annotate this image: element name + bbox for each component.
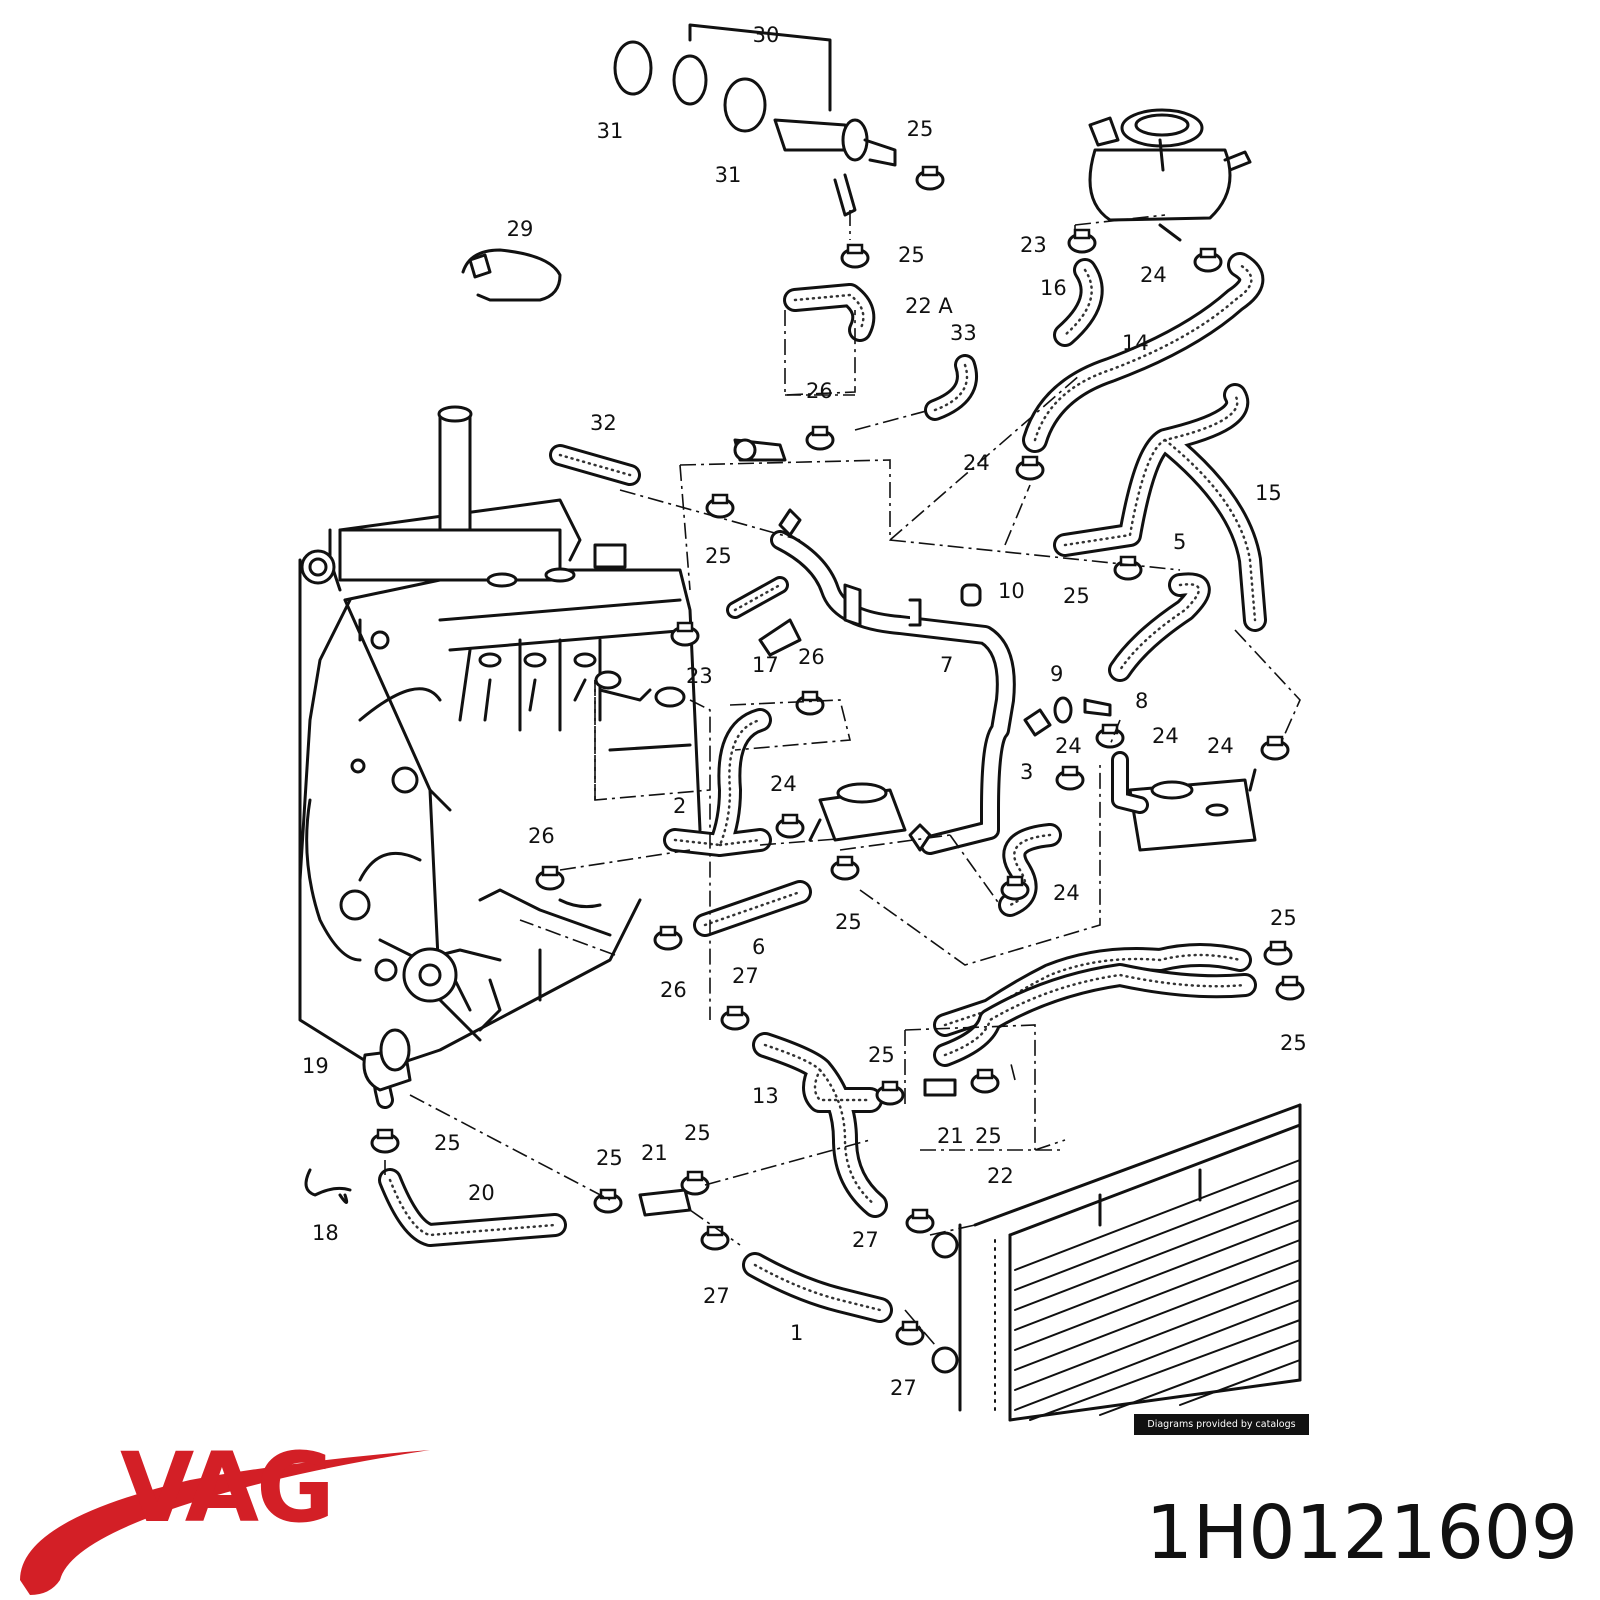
part-label: 3 (1020, 760, 1033, 784)
part-label: 27 (890, 1376, 917, 1400)
brand-logo: VAG (120, 1432, 335, 1544)
part-label: 25 (975, 1124, 1002, 1148)
part-label: 26 (798, 645, 825, 669)
radiator (931, 1103, 1302, 1422)
part-label: 25 (684, 1121, 711, 1145)
expansion-tank (1088, 108, 1252, 242)
part-label: 1 (790, 1321, 803, 1345)
oil-cooler (1118, 758, 1257, 852)
part-label: 25 (898, 243, 925, 267)
part-label: 23 (686, 664, 713, 688)
engine-block (298, 405, 702, 1072)
part-label: 31 (715, 163, 742, 187)
part-label: 26 (660, 978, 687, 1002)
fittings (304, 253, 1112, 1217)
part-label: 27 (732, 964, 759, 988)
diagram-credit: Diagrams provided by catalogs parts (1134, 1414, 1309, 1451)
logo-swoosh (20, 1450, 430, 1595)
part-label: 25 (705, 544, 732, 568)
part-label: 29 (507, 217, 534, 241)
part-label: 26 (806, 379, 833, 403)
part-label: 30 (753, 23, 780, 47)
part-label: 17 (752, 653, 779, 677)
part-label: 24 (1140, 263, 1167, 287)
part-label: 20 (468, 1181, 495, 1205)
part-label: 25 (835, 910, 862, 934)
part-label: 31 (597, 119, 624, 143)
part-label: 15 (1255, 481, 1282, 505)
part-label: 14 (1122, 331, 1149, 355)
part-label: 7 (940, 653, 953, 677)
part-label: 22 (987, 1164, 1014, 1188)
part-label: 24 (1152, 724, 1179, 748)
solid-pipes (371, 530, 1149, 1109)
part-label: 26 (528, 824, 555, 848)
part-label: 25 (1270, 906, 1297, 930)
part-labels: 30 31 31 25 29 25 22 A 23 16 24 14 33 26… (302, 23, 1307, 1400)
part-label: 16 (1040, 276, 1067, 300)
part-label: 18 (312, 1221, 339, 1245)
part-label: 24 (1055, 734, 1082, 758)
part-label: 13 (752, 1084, 779, 1108)
part-label: 9 (1050, 662, 1063, 686)
part-label: 23 (1020, 233, 1047, 257)
part-label: 32 (590, 411, 617, 435)
part-label: 2 (673, 794, 686, 818)
hoses (378, 252, 1267, 1323)
part-label: 25 (596, 1146, 623, 1170)
part-label: 22 A (905, 294, 953, 318)
part-label: 21 (937, 1124, 964, 1148)
part-label: 24 (770, 772, 797, 796)
leader-lines (384, 210, 1301, 1346)
part-label: 25 (1063, 584, 1090, 608)
part-label: 6 (752, 935, 765, 959)
heater-valve (808, 782, 907, 842)
part-label: 25 (434, 1131, 461, 1155)
part-label: 27 (703, 1284, 730, 1308)
part-label: 8 (1135, 689, 1148, 713)
part-label: 25 (868, 1043, 895, 1067)
part-label: 10 (998, 579, 1025, 603)
part-label: 25 (1280, 1031, 1307, 1055)
part-label: 24 (1053, 881, 1080, 905)
part-label: 24 (963, 451, 990, 475)
part-label: 19 (302, 1054, 329, 1078)
part-label: 21 (641, 1141, 668, 1165)
clip-29 (461, 248, 562, 302)
part-label: 5 (1173, 530, 1186, 554)
flange-assembly (613, 23, 897, 217)
part-label: 24 (1207, 734, 1234, 758)
part-label: 27 (852, 1228, 879, 1252)
part-label: 33 (950, 321, 977, 345)
part-label: 25 (907, 117, 934, 141)
part-number: 1H0121609 (1145, 1490, 1578, 1576)
